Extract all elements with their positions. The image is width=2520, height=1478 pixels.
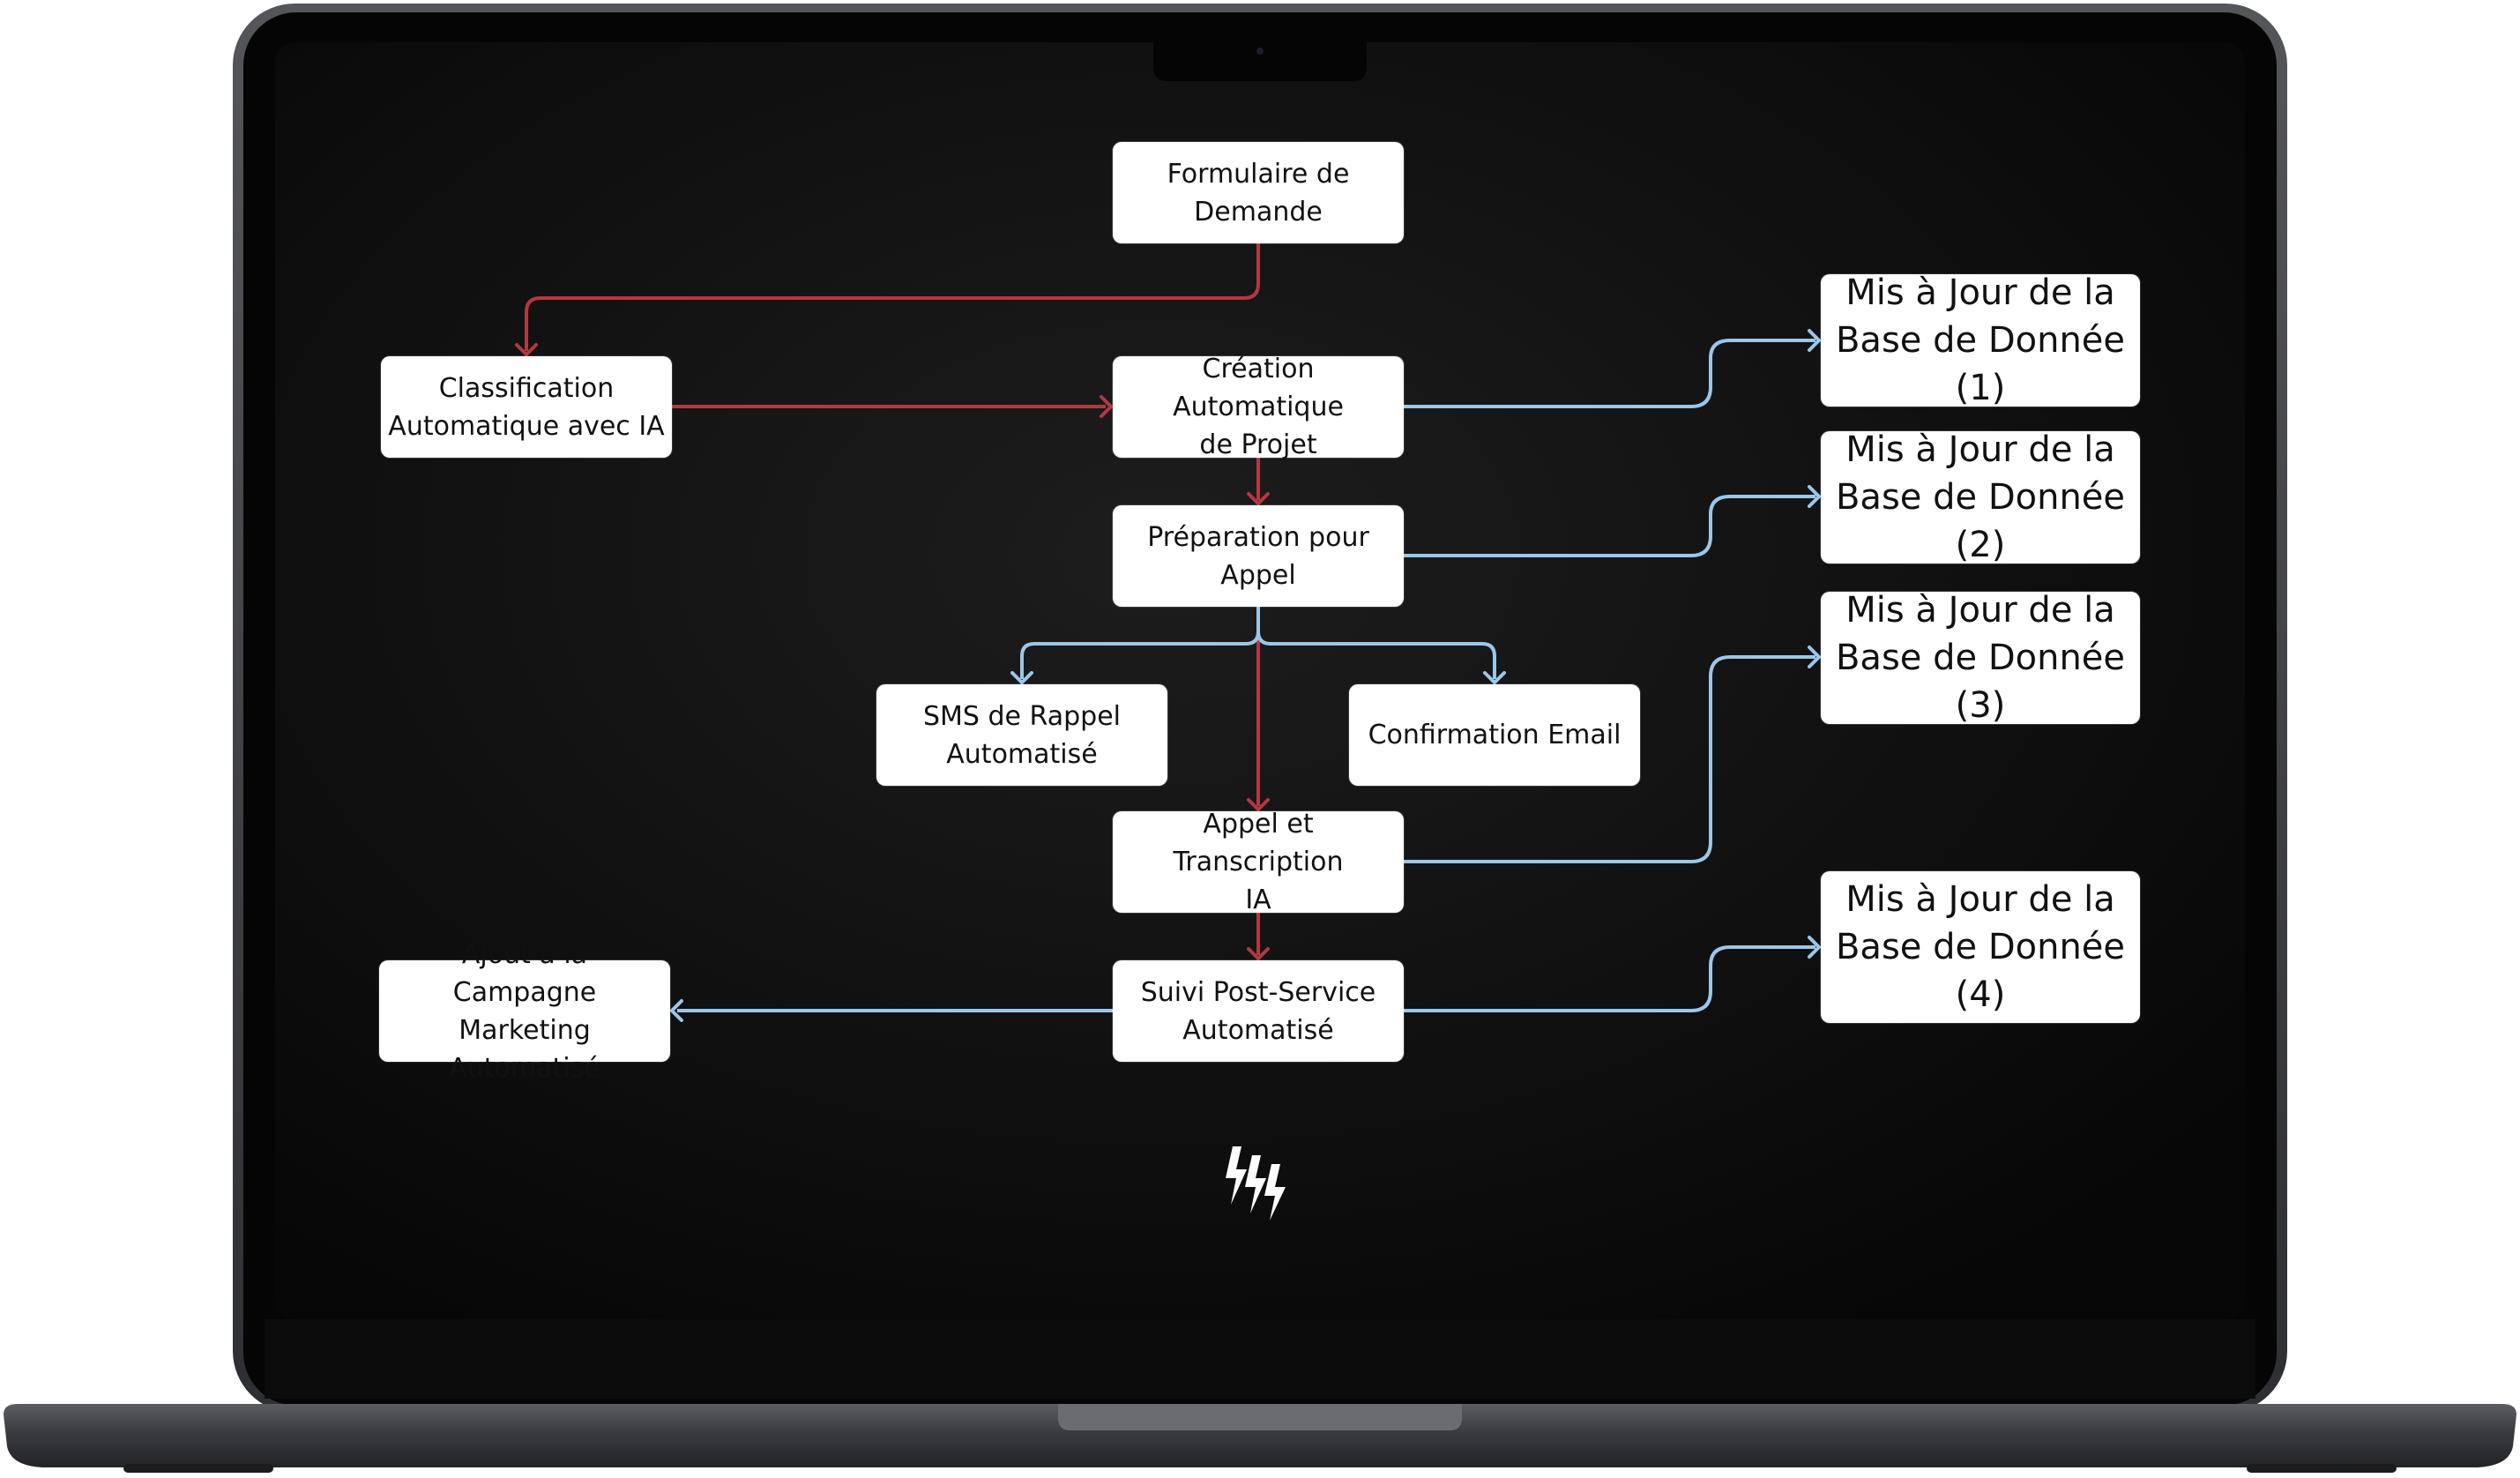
laptop-base	[4, 1404, 2516, 1467]
connector-preparation-to-email	[1256, 607, 1496, 679]
node-ajout-campagne-marketing: Ajout à la Campagne Marketing Automatisé	[379, 939, 670, 1084]
connector-suivi-to-db4	[1404, 945, 1815, 1012]
arrowhead-creation-to-preparation	[1247, 492, 1270, 505]
node-base-de-donnee-4: Mis à Jour de la Base de Donnée (4)	[1821, 871, 2140, 1023]
diagram-connectors	[515, 243, 1821, 1022]
arrowhead-formulaire-to-classification	[515, 343, 538, 356]
node-sms-de-rappel: SMS de Rappel Automatisé	[876, 684, 1167, 786]
node-appel-et-transcription: Appel et Transcription IA	[1113, 809, 1404, 915]
hinge-notch	[1058, 1404, 1462, 1430]
node-formulaire-de-demande: Formulaire de Demande	[1113, 142, 1404, 243]
laptop-foot-right	[2247, 1464, 2397, 1473]
node-suivi-post-service: Suivi Post-Service Automatisé	[1113, 960, 1404, 1062]
arrowhead-suivi-to-campagne	[670, 999, 683, 1022]
node-confirmation-email: Confirmation Email	[1349, 684, 1640, 786]
arrowhead-preparation-to-db2	[1808, 485, 1821, 508]
node-classification-automatique: Classification Automatique avec IA	[381, 356, 672, 458]
connector-preparation-to-db2	[1404, 495, 1815, 557]
node-preparation-pour-appel: Préparation pour Appel	[1113, 505, 1404, 607]
node-creation-automatique-projet: Création Automatique de Projet	[1113, 354, 1404, 460]
camera-notch	[1153, 41, 1367, 81]
connector-creation-to-db1	[1404, 339, 1815, 408]
triple-lightning-bolt-logo-icon	[1226, 1146, 1286, 1220]
arrowhead-suivi-to-db4	[1808, 936, 1821, 959]
connector-appel-to-db3	[1404, 655, 1815, 863]
arrowhead-classification-to-creation	[1100, 395, 1113, 418]
arrowhead-appel-to-db3	[1808, 646, 1821, 668]
arrowhead-preparation-to-email	[1483, 671, 1506, 684]
bottom-bezel	[265, 1319, 2255, 1399]
arrowhead-creation-to-db1	[1808, 329, 1821, 352]
laptop-foot-left	[123, 1464, 273, 1473]
node-base-de-donnee-2: Mis à Jour de la Base de Donnée (2)	[1821, 429, 2140, 565]
node-base-de-donnee-1: Mis à Jour de la Base de Donnée (1)	[1821, 272, 2140, 408]
connector-formulaire-to-classification	[525, 243, 1260, 351]
node-base-de-donnee-3: Mis à Jour de la Base de Donnée (3)	[1821, 590, 2140, 726]
arrowhead-appel-to-suivi	[1247, 947, 1270, 960]
camera-icon	[1256, 48, 1264, 55]
arrowhead-preparation-to-appel	[1247, 798, 1270, 811]
arrowhead-preparation-to-sms	[1010, 671, 1033, 684]
